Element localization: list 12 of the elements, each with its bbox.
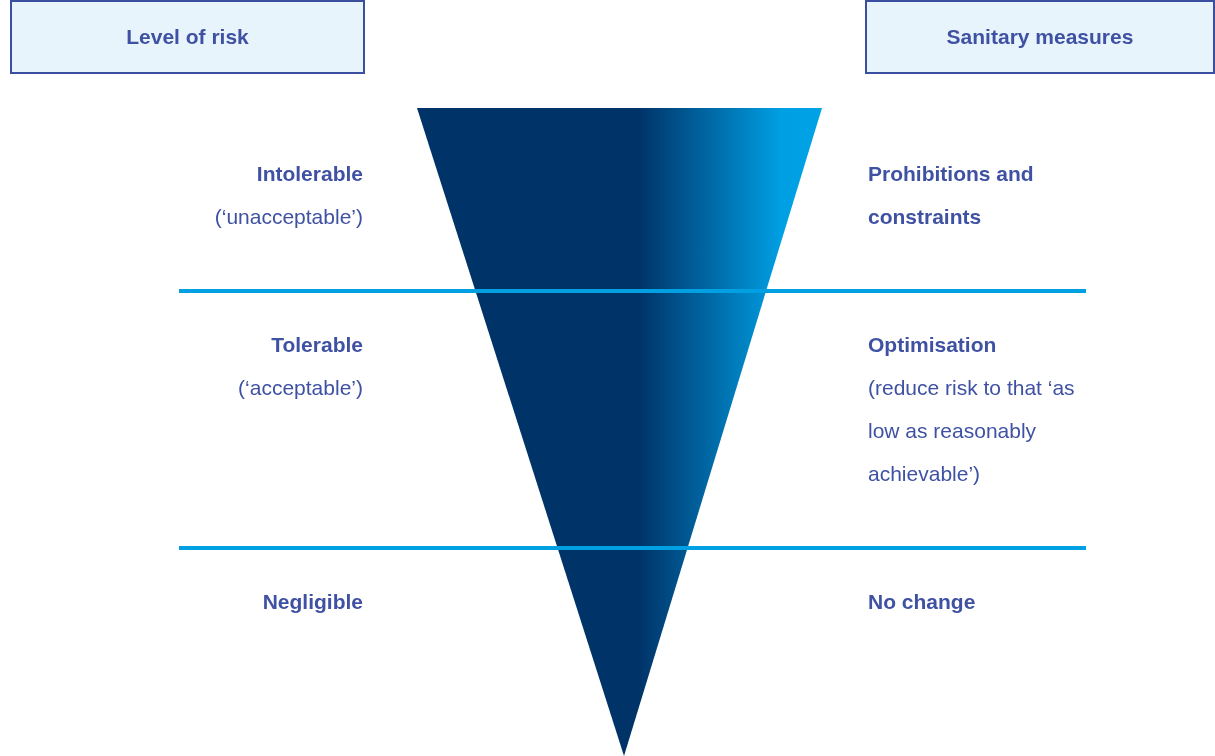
measure-label: Prohibitions and constraints bbox=[868, 161, 1035, 230]
measure-label: Optimisation bbox=[868, 332, 997, 358]
risk-level-label: Negligible bbox=[262, 589, 363, 615]
inverted-triangle bbox=[417, 108, 822, 756]
risk-description: (‘unacceptable’) bbox=[214, 204, 363, 230]
header-box: Sanitary measures bbox=[865, 0, 1215, 74]
measure-description: (reduce risk to that ‘as low as reasonably achievable’) bbox=[868, 375, 1076, 487]
risk-level-label: Intolerable bbox=[256, 161, 363, 187]
risk-description: (‘acceptable’) bbox=[238, 375, 363, 401]
measure-label: No change bbox=[868, 589, 976, 615]
header-box: Level of risk bbox=[10, 0, 365, 74]
risk-level-label: Tolerable bbox=[271, 332, 363, 358]
